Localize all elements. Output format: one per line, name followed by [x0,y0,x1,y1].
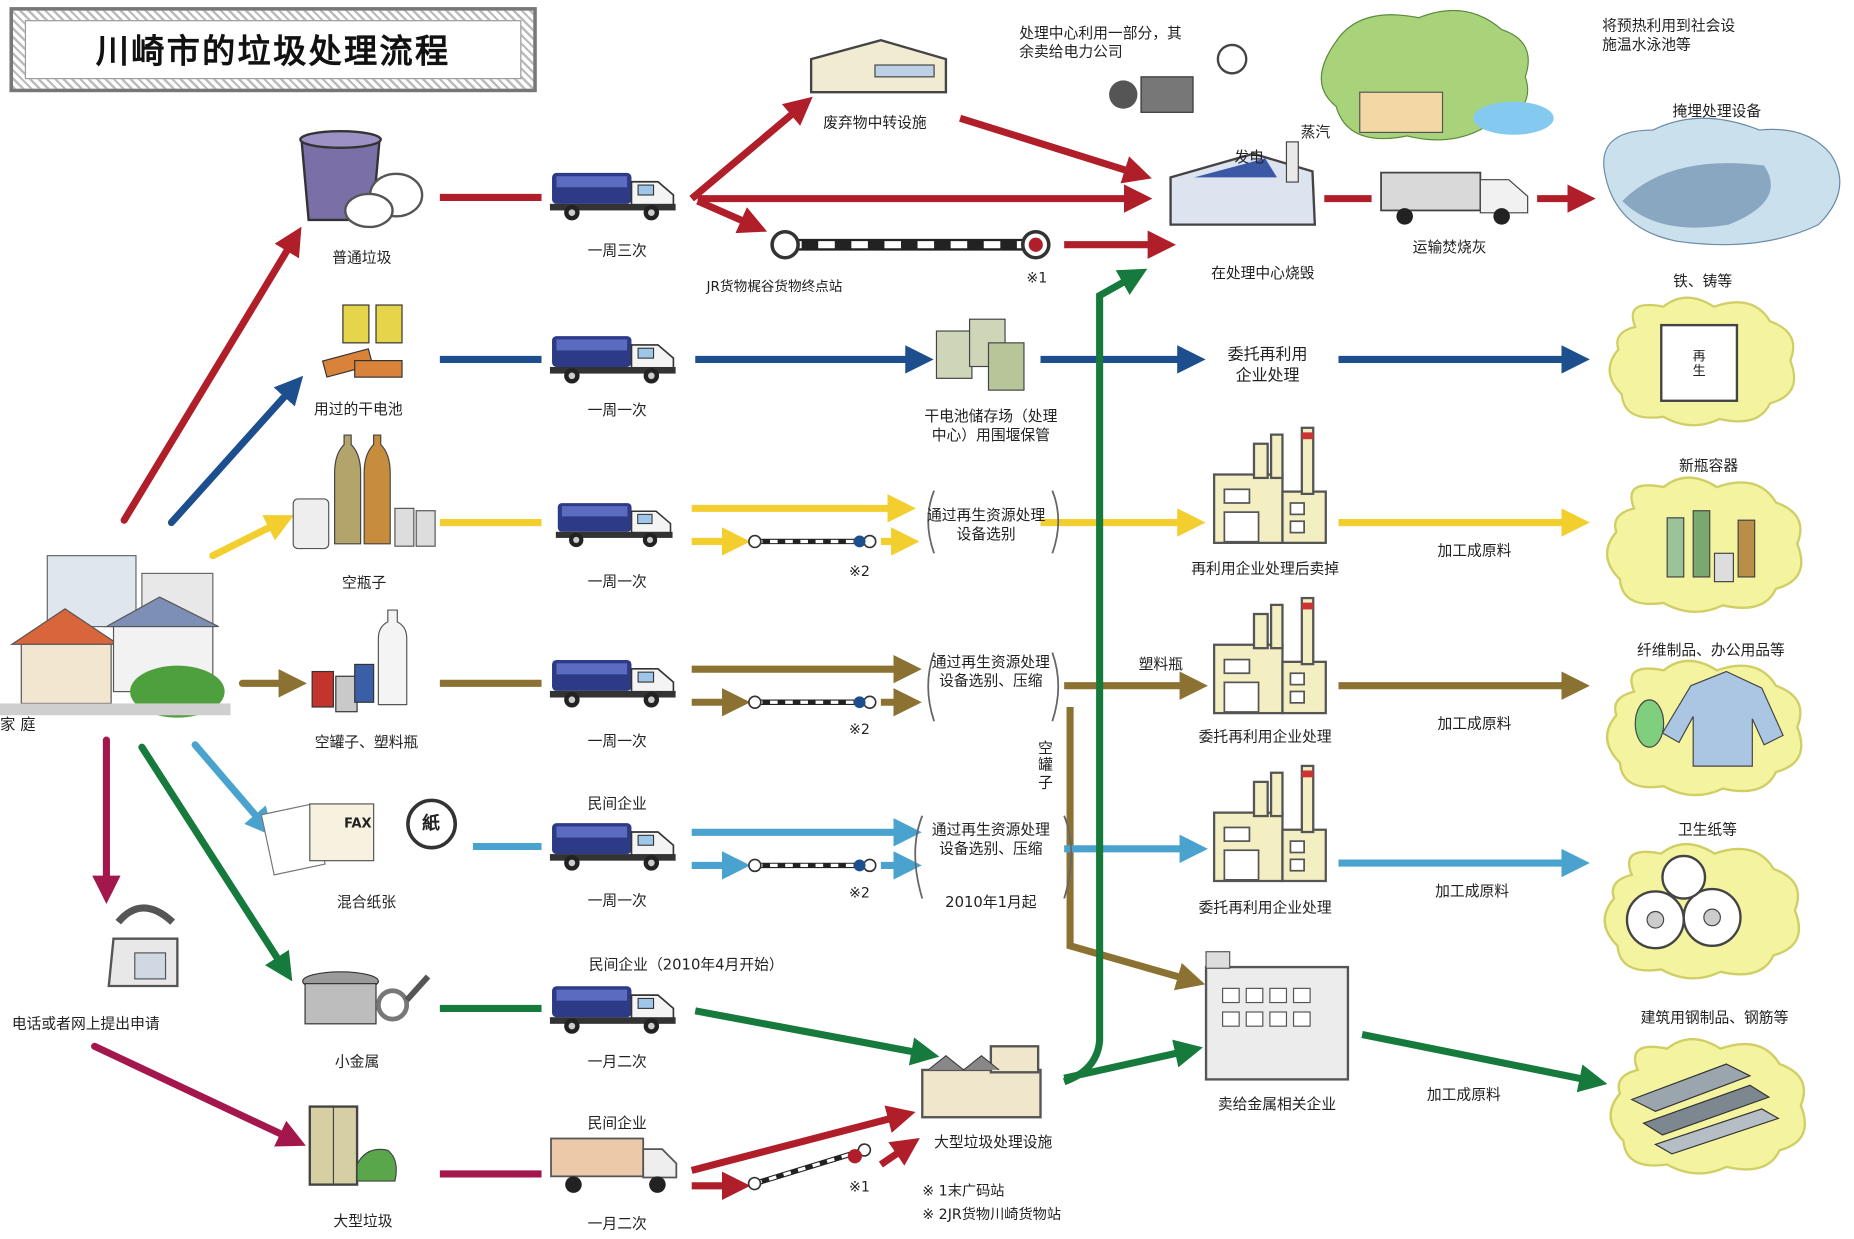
facility-large: 大型垃圾处理设施 [934,1132,1053,1151]
facility-incineration: 在处理中心烧毁 [1211,263,1315,282]
cans-picture [311,609,408,713]
collection-large-company: 民间企业 [587,1113,647,1132]
processing-raw1: 加工成原料 [1437,541,1512,560]
phone-online-label: 电话或者网上提出申请 [11,1014,160,1033]
product-recycled-block: 再生 [1692,348,1706,379]
metal-picture [302,971,431,1025]
new-bottles-picture [1666,510,1756,583]
mark-2c: ※2 [848,884,870,901]
collection-cans: 一周一次 [587,731,647,750]
fax-label: FAX [344,815,372,832]
facility-sort-paper: 通过再生资源处理设备选别、压缩 [931,820,1050,858]
mark-2b: ※2 [848,721,870,738]
footnote-1: ※ 1末广码站 [922,1182,1005,1199]
category-bottles: 空瓶子 [341,573,387,592]
lightblue-flow [691,818,1590,880]
title-frame: 川崎市的垃圾处理流程 [9,7,537,93]
facility-recycle-paper: 委托再利用企业处理 [1198,898,1332,917]
collection-paper-company: 民间企业 [587,794,647,813]
maroon-flow [690,1105,920,1200]
mark-1: ※1 [1026,269,1048,287]
large-facility-building [921,1045,1042,1119]
facility-battery-storage: 干电池储存场（处理中心）用围堰保管 [924,406,1058,444]
collection-bottles: 一周一次 [587,572,647,590]
product-fiber-office: 纤维制品、办公用品等 [1637,640,1785,659]
facility-sort-cans: 通过再生资源处理设备选别、压缩 [931,652,1050,690]
collection-metal: 一月二次 [587,1052,647,1070]
processing-raw2: 加工成原料 [1437,714,1512,732]
facility-landfill: 掩埋处理设备 [1672,101,1762,120]
normal-garbage-picture [299,130,424,229]
fiber-picture [1634,670,1784,767]
facility-ash-transport: 运输焚烧灰 [1412,237,1487,256]
household-arrows [91,226,307,1147]
category-cans-plastic: 空罐子、塑料瓶 [314,732,419,751]
paper-picture [260,798,457,876]
large-garbage-picture [308,1105,397,1186]
battery-picture [321,304,403,378]
battery-storage [935,318,1025,391]
collection-lines [439,193,542,1178]
steel-picture [1630,1063,1780,1155]
large-truck [550,1137,678,1193]
incineration-plant [1169,141,1317,226]
red-flow [689,96,1596,259]
product-new-bottles: 新瓶容器 [1678,456,1739,475]
mark-2a: ※2 [848,562,870,580]
branch-cans: 空罐子 [1038,738,1053,791]
facility-entrust-recycle: 委托再利用企业处理 [1227,345,1308,385]
bottles-picture [292,434,436,550]
facility-metal-company: 卖给金属相关企业 [1217,1094,1337,1113]
branch-steam: 蒸汽 [1300,122,1331,141]
category-battery: 用过的干电池 [313,399,403,418]
processing-raw3: 加工成原料 [1435,881,1510,900]
metal-company-building [1204,951,1350,1081]
heat-note: 将预热利用到社会设施温水泳池等 [1602,16,1736,54]
brown-flow [691,654,1590,991]
facility-jr-station: JR货物梶谷货物终点站 [706,277,843,295]
product-iron: 铁、铸等 [1673,271,1733,290]
product-toilet-paper: 卫生纸等 [1677,820,1737,839]
toilet-paper-picture [1625,854,1742,950]
branch-plastic: 塑料瓶 [1138,654,1184,673]
facility-recycle-bottles: 再利用企业处理后卖掉 [1191,559,1340,577]
collection-large: 一月二次 [587,1214,647,1232]
household-label: 家 庭 [0,716,36,735]
power-generator [1109,43,1248,113]
paper-kanji-icon: 紙 [422,812,440,834]
facility-sort-bottles: 通过再生资源处理设备选别 [926,506,1046,543]
transfer-building [809,38,948,94]
category-paper: 混合纸张 [336,892,397,911]
collection-metal-company: 民间企业（2010年4月开始） [588,955,784,973]
iron-block [1660,323,1739,402]
facility-transfer: 废弃物中转设施 [823,113,927,132]
collection-paper: 一周一次 [587,891,647,910]
ash-truck [1380,171,1529,225]
yellow-flow [691,494,1590,556]
green-flow [694,268,1608,1093]
page-title: 川崎市的垃圾处理流程 [24,20,522,80]
landfill [1603,117,1841,246]
rail-end-red [1028,237,1043,252]
processing-raw4: 加工成原料 [1426,1085,1501,1104]
power-note: 处理中心利用一部分，其余卖给电力公司 [1019,23,1182,61]
phone-picture [107,904,179,988]
facility-sort-paper-date: 2010年1月起 [945,892,1037,911]
hot-pool [1320,9,1554,141]
branch-generation: 发电 [1234,147,1265,166]
category-metal: 小金属 [334,1052,380,1070]
collection-battery: 一周一次 [587,400,647,419]
category-normal: 普通垃圾 [332,248,392,267]
footnote-2: ※ 2JR货物川崎货物站 [922,1205,1062,1223]
category-large: 大型垃圾 [333,1211,393,1230]
product-steel: 建筑用钢制品、钢筋等 [1640,1008,1789,1027]
collection-normal: 一周三次 [587,241,647,259]
household-picture [0,555,231,718]
facility-recycle-cans: 委托再利用企业处理 [1198,727,1332,745]
mark-1b: ※1 [848,1178,870,1196]
